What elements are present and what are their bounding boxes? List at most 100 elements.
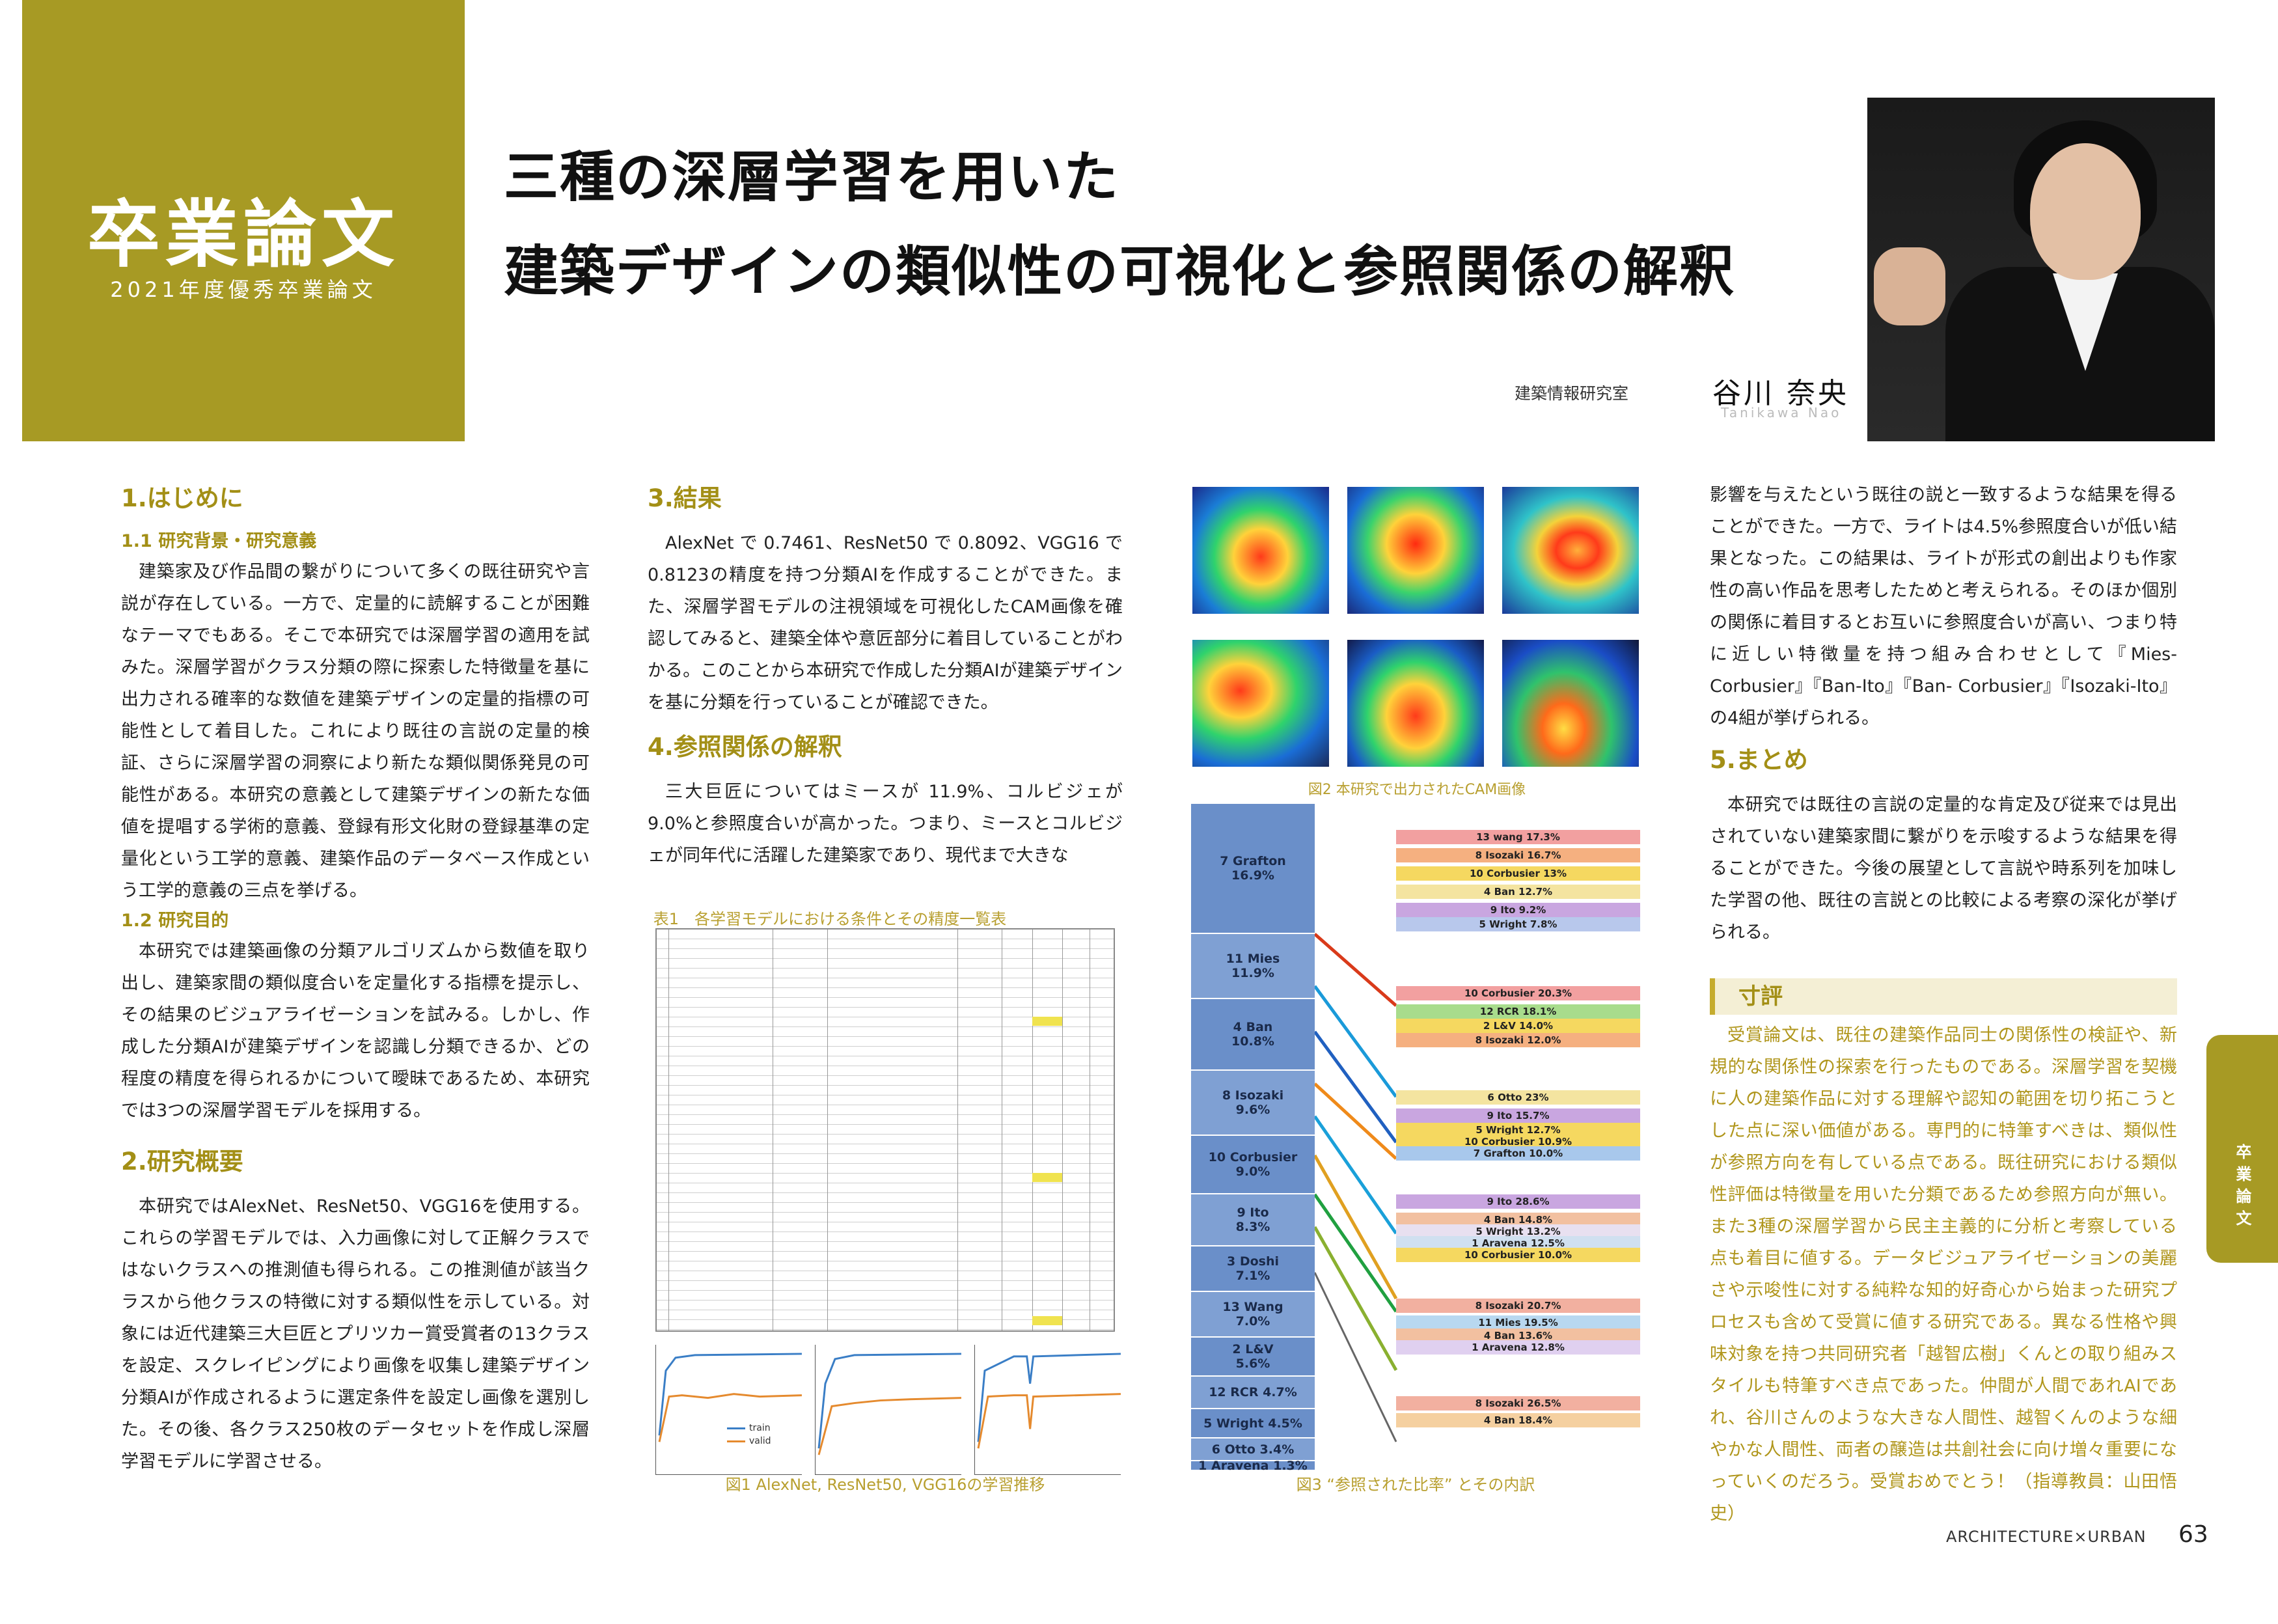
subsection-heading-1-2: 1.2 研究目的 [121, 911, 229, 931]
lab-name: 建築情報研究室 [1515, 384, 1629, 403]
ratio-right-block: 12 RCR 18.1% [1396, 1004, 1640, 1019]
ratio-left-label: 10 Corbusier [1208, 1150, 1298, 1164]
section-heading-5: 5.まとめ [1710, 746, 1808, 774]
legend-valid: valid [749, 1436, 771, 1446]
table-1-grid [655, 928, 1115, 1332]
ratio-left-label: 8 Isozaki [1222, 1088, 1284, 1103]
ratio-left-pct: 10.8% [1231, 1034, 1274, 1049]
review-heading: 寸評 [1710, 978, 2177, 1015]
section-4-text-continued: 影響を与えたという既往の説と一致するような結果を得ることができた。一方で、ライト… [1710, 485, 2177, 728]
ratio-left-block: 6 Otto 3.4% [1191, 1438, 1315, 1461]
ratio-right-block: 9 Ito 15.7% [1396, 1108, 1640, 1123]
ratio-right-block: 10 Corbusier 20.3% [1396, 986, 1640, 1000]
column-4: 影響を与えたという既往の説と一致するような結果を得ることができた。一方で、ライト… [1710, 479, 2177, 948]
ratio-left-label: 13 Wang [1222, 1300, 1283, 1314]
ratio-left-pct: 7.0% [1235, 1314, 1270, 1328]
ratio-left-pct: 9.0% [1235, 1164, 1270, 1179]
article-title-line-2: 建築デザインの類似性の可視化と参照関係の解釈 [504, 240, 1736, 303]
ratio-right-block: 1 Aravena 12.5% [1396, 1236, 1640, 1250]
ratio-left-pct: 5.6% [1235, 1356, 1270, 1371]
ratio-left-label: 11 Mies [1226, 952, 1280, 966]
section-2-text: 本研究ではAlexNet、ResNet50、VGG16を使用する。これらの学習モ… [121, 1196, 590, 1472]
ratio-right-block: 5 Wright 13.2% [1396, 1224, 1640, 1239]
ratio-left-label: 7 Grafton [1220, 854, 1286, 868]
section-1-1-text: 建築家及び作品間の繋がりについて多くの既往研究や言説が存在している。一方で、定量… [121, 562, 590, 901]
figure-1-learning-curves: train valid [655, 1345, 1121, 1475]
ratio-right-block: 10 Corbusier 13% [1396, 866, 1640, 881]
section-1-2-text: 本研究では建築画像の分類アルゴリズムから数値を取り出し、建築家間の類似度合いを定… [121, 941, 590, 1121]
ratio-right-block: 8 Isozaki 12.0% [1396, 1033, 1640, 1047]
subsection-heading-1-1: 1.1 研究背景・研究意義 [121, 531, 317, 551]
ratio-right-block: 8 Isozaki 16.7% [1396, 848, 1640, 862]
ratio-right-block: 4 Ban 18.4% [1396, 1413, 1640, 1427]
ratio-right-block: 4 Ban 14.8% [1396, 1213, 1640, 1227]
section-heading-1: 1.はじめに [121, 484, 243, 512]
review-text: 受賞論文は、既往の建築作品同士の関係性の検証や、新規的な関係性の探索を行ったもの… [1710, 1025, 2177, 1524]
kicker-label: 卒業論文 [87, 193, 400, 277]
ratio-right-block: 9 Ito 9.2% [1396, 903, 1640, 917]
cam-image [1502, 640, 1639, 767]
author-photo [1867, 98, 2215, 441]
ratio-left-block: 5 Wright 4.5% [1191, 1409, 1315, 1438]
ratio-left-label: 1 Aravena 1.3% [1198, 1458, 1308, 1473]
cam-image [1347, 487, 1484, 614]
learning-curve-resnet50 [815, 1345, 961, 1475]
ratio-left-pct: 9.6% [1235, 1103, 1270, 1117]
cam-image [1502, 487, 1639, 614]
section-heading-4: 4.参照関係の解釈 [648, 733, 842, 761]
review-body: 受賞論文は、既往の建築作品同士の関係性の検証や、新規的な関係性の探索を行ったもの… [1710, 1019, 2177, 1530]
page-number: 63 [2178, 1521, 2208, 1548]
kicker-subtitle: 2021年度優秀卒業論文 [110, 277, 377, 302]
ratio-left-label: 2 L&V [1232, 1342, 1274, 1356]
ratio-left-label: 6 Otto 3.4% [1211, 1442, 1295, 1457]
ratio-right-block: 11 Mies 19.5% [1396, 1315, 1640, 1330]
table-1-caption: 表1 各学習モデルにおける条件とその精度一覧表 [653, 910, 1007, 928]
ratio-left-block: 12 RCR 4.7% [1191, 1377, 1315, 1409]
ratio-right-block: 4 Ban 13.6% [1396, 1328, 1640, 1343]
cam-image [1192, 487, 1329, 614]
ratio-left-pct: 11.9% [1231, 966, 1274, 980]
section-3-text: AlexNet で 0.7461、ResNet50 で 0.8092、VGG16… [648, 533, 1123, 713]
ratio-left-pct: 16.9% [1231, 868, 1274, 883]
ratio-left-label: 9 Ito [1237, 1205, 1269, 1220]
ratio-left-label: 3 Doshi [1226, 1254, 1279, 1269]
cam-image [1347, 640, 1484, 767]
column-2: 3.結果 AlexNet で 0.7461、ResNet50 で 0.8092、… [648, 479, 1123, 872]
figure-1-legend: train valid [727, 1422, 771, 1448]
figure-1-caption: 図1 AlexNet, ResNet50, VGG16の学習推移 [725, 1476, 1045, 1494]
learning-curve-alexnet [655, 1345, 802, 1475]
section-5-text: 本研究では既往の言説の定量的な肯定及び従来では見出されていない建築家間に繋がりを… [1710, 795, 2177, 943]
ratio-right-block: 6 Otto 23% [1396, 1090, 1640, 1105]
ratio-right-block: 8 Isozaki 26.5% [1396, 1396, 1640, 1411]
ratio-left-label: 12 RCR 4.7% [1209, 1385, 1297, 1399]
header-accent-block: 卒業論文 2021年度優秀卒業論文 [22, 0, 465, 441]
ratio-right-block: 5 Wright 12.7% [1396, 1123, 1640, 1137]
title-area: 三種の深層学習を用いた 建築デザインの類似性の可視化と参照関係の解釈 建築情報研… [465, 0, 1867, 441]
ratio-right-block: 10 Corbusier 10.9% [1396, 1135, 1640, 1149]
ratio-right-block: 10 Corbusier 10.0% [1396, 1248, 1640, 1262]
figure-2-caption: 図2 本研究で出力されたCAM画像 [1308, 782, 1526, 798]
section-4-text: 三大巨匠についてはミースが 11.9%、コルビジェが 9.0%と参照度合いが高か… [648, 782, 1123, 866]
figure-2-cam-images [1192, 487, 1641, 767]
figure-3-caption: 図3 “参照された比率” とその内訳 [1296, 1476, 1535, 1494]
ratio-right-block: 13 wang 17.3% [1396, 830, 1640, 844]
ratio-left-label: 4 Ban [1233, 1020, 1273, 1034]
author-name: 谷川 奈央 [1712, 377, 1849, 410]
legend-train: train [749, 1423, 771, 1433]
author-romaji: Tanikawa Nao [1721, 405, 1842, 420]
learning-curve-vgg16 [974, 1345, 1121, 1475]
ratio-left-pct: 7.1% [1235, 1269, 1270, 1283]
ratio-left-block: 1 Aravena 1.3% [1191, 1458, 1315, 1473]
ratio-right-block: 1 Aravena 12.8% [1396, 1340, 1640, 1355]
ratio-right-block: 8 Isozaki 20.7% [1396, 1299, 1640, 1313]
ratio-right-block: 9 Ito 28.6% [1396, 1194, 1640, 1209]
